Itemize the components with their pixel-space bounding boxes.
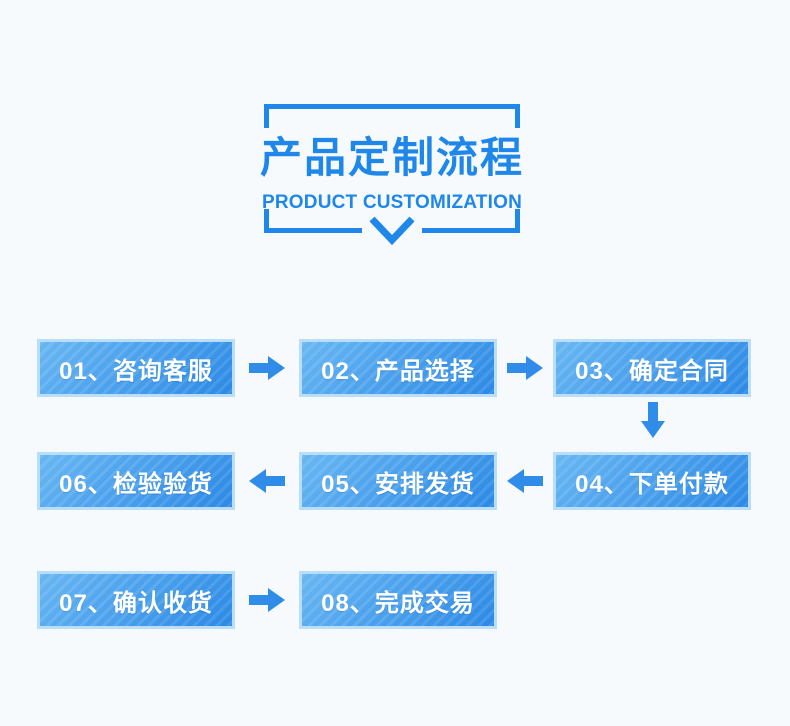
step-label-02: 02、产品选择 [321, 357, 475, 385]
step-box-06: 06、检验验货 [37, 452, 235, 510]
step-label-03: 03、确定合同 [575, 357, 729, 385]
arrow-right-icon [507, 356, 543, 380]
arrow-right-icon [249, 588, 285, 612]
arrow-right-icon [249, 356, 285, 380]
chevron-down-icon [369, 216, 415, 246]
title-frame-top [264, 104, 520, 128]
step-label-05: 05、安排发货 [321, 470, 475, 498]
arrow-down-icon [641, 402, 665, 438]
step-label-07: 07、确认收货 [59, 589, 213, 617]
arrow-left-icon [249, 469, 285, 493]
title-frame-gap [362, 226, 422, 235]
step-label-01: 01、咨询客服 [59, 357, 213, 385]
step-box-05: 05、安排发货 [299, 452, 497, 510]
step-label-08: 08、完成交易 [321, 589, 475, 617]
step-box-04: 04、下单付款 [553, 452, 751, 510]
step-label-04: 04、下单付款 [575, 470, 729, 498]
step-box-07: 07、确认收货 [37, 571, 235, 629]
page-subtitle: PRODUCT CUSTOMIZATION [262, 192, 522, 213]
page-title: 产品定制流程 [259, 134, 524, 181]
arrow-left-icon [507, 469, 543, 493]
step-label-06: 06、检验验货 [59, 470, 213, 498]
step-box-08: 08、完成交易 [299, 571, 497, 629]
step-box-02: 02、产品选择 [299, 339, 497, 397]
step-box-03: 03、确定合同 [553, 339, 751, 397]
step-box-01: 01、咨询客服 [37, 339, 235, 397]
